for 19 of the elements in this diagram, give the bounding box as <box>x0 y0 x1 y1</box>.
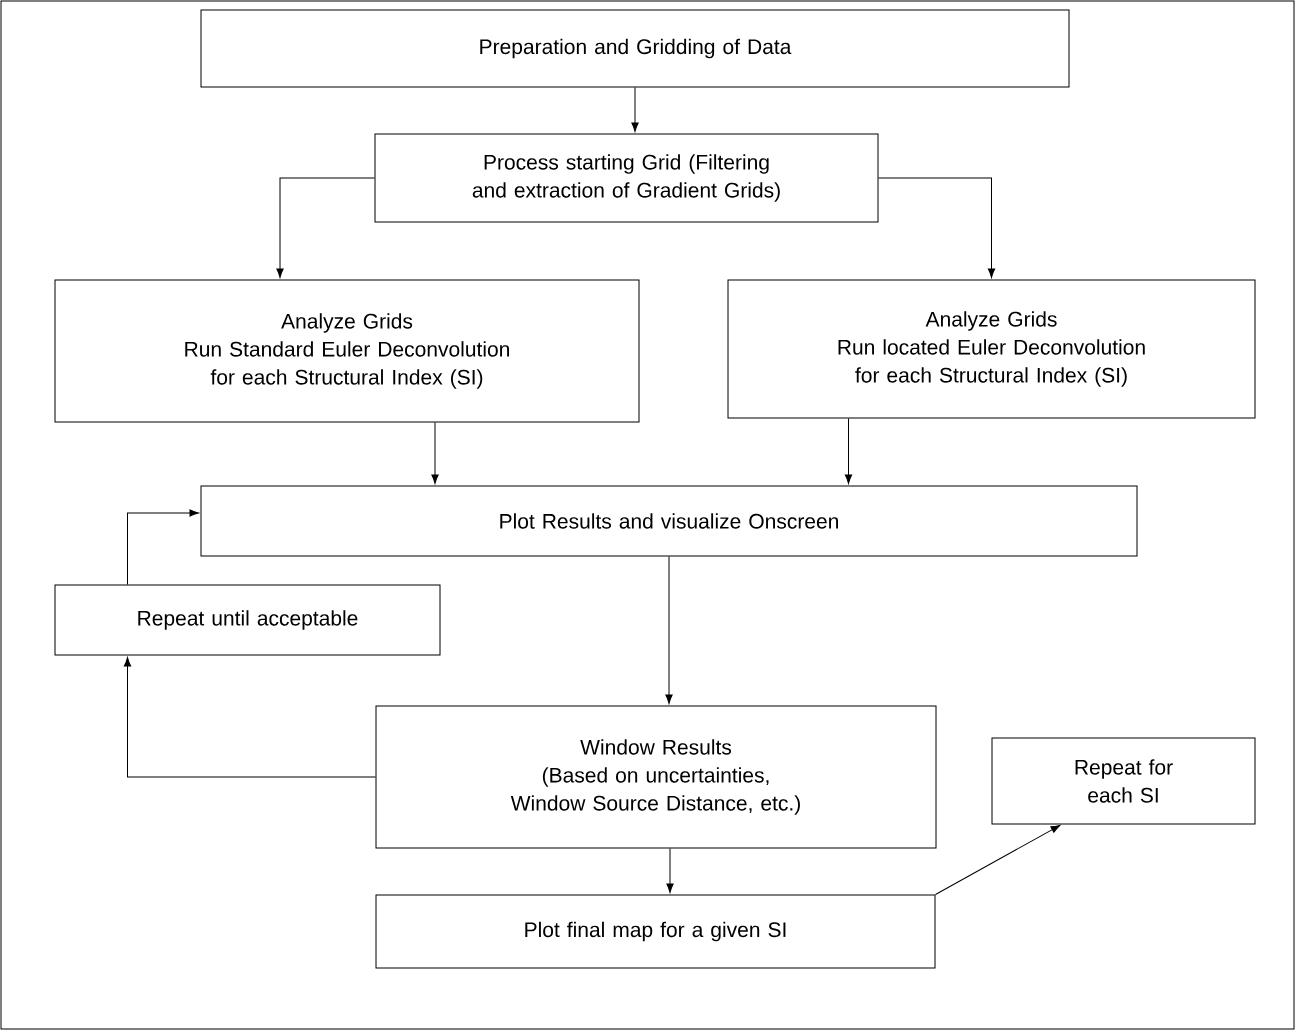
process-box: Plot Results and visualize Onscreen <box>200 485 1138 557</box>
process-box: Plot final map for a given SI <box>375 894 936 969</box>
process-box: Analyze Grids Run Standard Euler Deconvolution for each Structural Index (SI) <box>54 279 640 423</box>
arrow <box>844 418 853 484</box>
arrow <box>123 657 376 778</box>
process-box: Repeat until acceptable <box>54 584 441 656</box>
arrow <box>431 422 439 484</box>
arrow <box>878 177 996 278</box>
process-box: Window Results (Based on uncertainties, Window Source Distance, etc.) <box>375 705 937 849</box>
arrow <box>276 177 375 278</box>
arrow <box>935 825 1061 895</box>
process-box: Analyze Grids Run located Euler Deconvolution for each Structural Index (SI) <box>727 279 1256 419</box>
process-box: Repeat for each SI <box>991 737 1256 825</box>
arrow <box>666 848 674 893</box>
arrow <box>127 509 199 585</box>
process-box: Preparation and Gridding of Data <box>200 9 1070 88</box>
process-box: Process starting Grid (Filtering and extraction of Gradient Grids) <box>374 133 879 223</box>
arrow <box>631 87 639 132</box>
arrow <box>665 556 673 704</box>
